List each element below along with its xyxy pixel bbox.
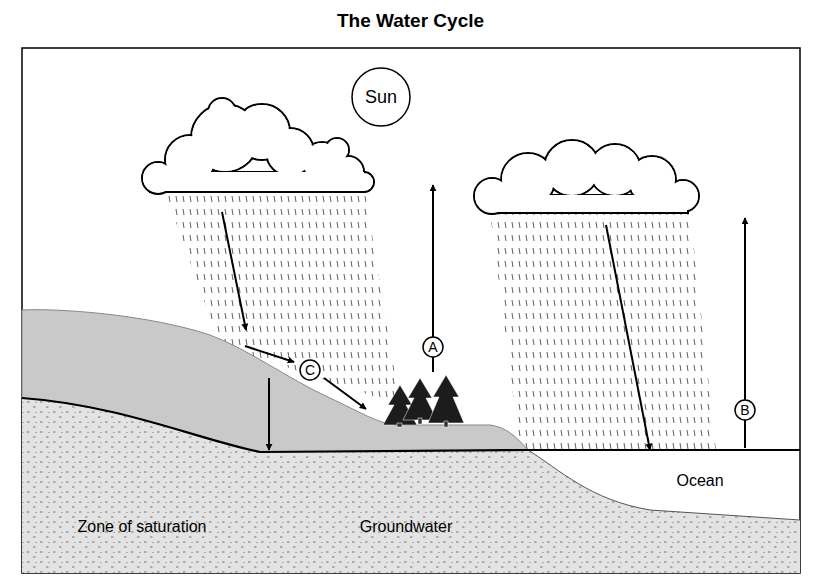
callout-circle: A: [422, 336, 444, 358]
region-label: Ocean: [676, 473, 723, 489]
land: [22, 310, 528, 452]
flow-arrows: [222, 185, 745, 450]
diagram-title: The Water Cycle: [0, 10, 821, 32]
rain-right: [490, 212, 716, 450]
node-text: Sun: [365, 88, 397, 106]
node-text: B: [740, 403, 749, 417]
circle-shape: [423, 337, 443, 357]
region-label: Zone of saturation: [78, 519, 207, 535]
node-text: A: [428, 340, 437, 354]
circle-shape: [300, 360, 320, 380]
callout-circle: B: [734, 399, 756, 421]
frame: [22, 48, 800, 573]
trees: [383, 375, 464, 427]
region-label: Groundwater: [360, 519, 453, 535]
circle-shape: [352, 68, 410, 126]
sun-circle: Sun: [351, 67, 411, 127]
cloud-right: [474, 140, 699, 214]
circle-shape: [735, 400, 755, 420]
ocean-surface: [518, 449, 800, 451]
node-text: C: [305, 363, 315, 377]
ocean-floor: [528, 450, 800, 520]
cloud-left: [142, 98, 374, 194]
callout-circle: C: [299, 359, 321, 381]
